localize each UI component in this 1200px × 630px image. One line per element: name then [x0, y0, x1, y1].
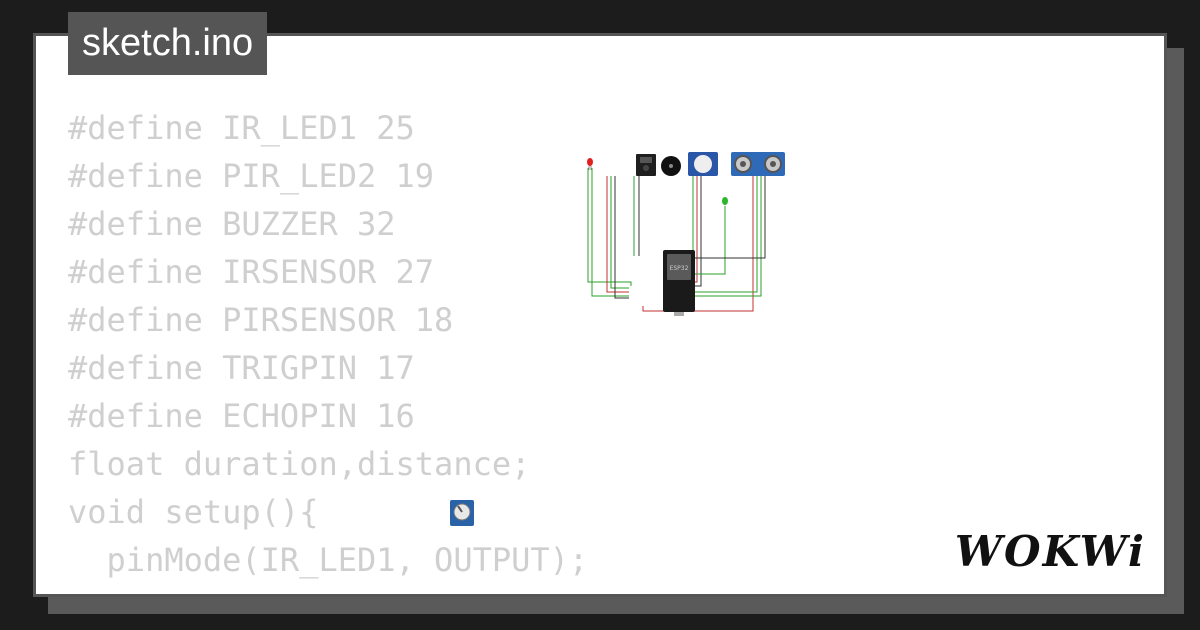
code-line-6: #define TRIGPIN 17: [68, 349, 415, 387]
wire-red-led-signal: [587, 168, 632, 286]
code-line-10: pinMode(IR_LED1, OUTPUT);: [68, 541, 589, 579]
code-line-2: #define PIR_LED2 19: [68, 157, 435, 195]
wire-us-trig: [669, 176, 758, 293]
wire-ir-out: [610, 176, 629, 289]
tab-sketch-file[interactable]: sketch.ino: [68, 12, 268, 75]
ultrasonic-sensor-icon[interactable]: [731, 152, 785, 176]
wire-us-echo: [669, 176, 762, 297]
circuit-diagram: ESP32: [587, 152, 785, 316]
code-editor: #define IR_LED1 25 #define PIR_LED2 19 #de…: [68, 104, 608, 594]
wire-us-gnd: [669, 176, 766, 259]
esp32-board-icon[interactable]: ESP32: [663, 250, 695, 316]
wire-us-vcc: [642, 176, 754, 312]
wire-red-led-gnd: [591, 168, 629, 297]
esp32-label: ESP32: [670, 265, 689, 272]
wire-ir-gnd: [614, 176, 629, 299]
code-line-4: #define IRSENSOR 27: [68, 253, 435, 291]
buzzer-icon[interactable]: [661, 156, 681, 176]
code-line-9: void setup(){: [68, 493, 319, 531]
code-line-5: #define PIRSENSOR 18: [68, 301, 454, 339]
code-line-8: float duration,distance;: [68, 445, 531, 483]
wokwi-logo: WOKWi: [954, 527, 1146, 576]
ir-sensor-icon[interactable]: [636, 154, 656, 176]
pir-sensor-icon[interactable]: [688, 152, 718, 176]
potentiometer-icon[interactable]: [450, 500, 474, 526]
wire-ir-vcc: [606, 176, 629, 293]
green-led-icon[interactable]: [722, 197, 728, 205]
code-line-7: #define ECHOPIN 16: [68, 397, 415, 435]
code-line-1: #define IR_LED1 25: [68, 109, 415, 147]
red-led-icon[interactable]: [587, 158, 593, 170]
preview-card: #define IR_LED1 25 #define PIR_LED2 19 #de…: [33, 33, 1167, 597]
code-line-11: pinMode(PIR_LED2, OUTPUT);: [68, 584, 608, 594]
code-line-3: #define BUZZER 32: [68, 205, 396, 243]
